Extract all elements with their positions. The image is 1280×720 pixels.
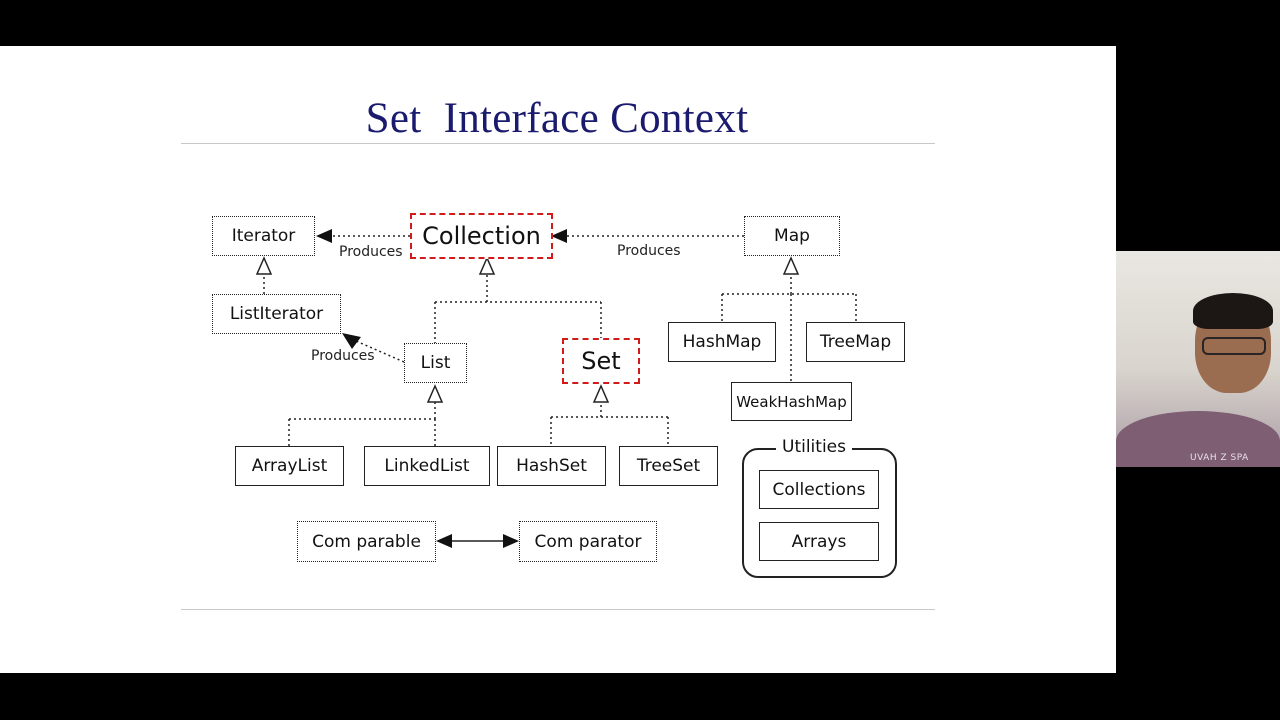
node-treemap: TreeMap: [806, 322, 905, 362]
utilities-title: Utilities: [776, 437, 852, 457]
footer-divider: [181, 609, 935, 610]
node-linkedlist: LinkedList: [364, 446, 490, 486]
inherit-list: [426, 384, 444, 403]
inherit-collection: [478, 256, 496, 275]
node-hashmap: HashMap: [668, 322, 776, 362]
arrowhead-listiterator: [342, 333, 361, 349]
presenter-hair: [1193, 293, 1273, 329]
label-produces-list: Produces: [311, 348, 375, 364]
inherit-set: [592, 384, 610, 403]
node-map: Map: [744, 216, 840, 256]
label-produces-map: Produces: [617, 243, 681, 259]
node-arrays: Arrays: [759, 522, 879, 561]
node-iterator: Iterator: [212, 216, 315, 256]
presenter-body: [1116, 411, 1280, 467]
node-collection: Collection: [410, 213, 553, 259]
node-listiterator: ListIterator: [212, 294, 341, 334]
node-arraylist: ArrayList: [235, 446, 344, 486]
label-produces-iterator: Produces: [339, 244, 403, 260]
presenter-glasses: [1202, 337, 1266, 355]
node-list: List: [404, 343, 467, 383]
node-hashset: HashSet: [497, 446, 606, 486]
arrowhead-iterator: [316, 229, 332, 243]
node-weakhashmap: WeakHashMap: [731, 382, 852, 421]
arrowhead-comparable: [436, 534, 452, 548]
node-collections: Collections: [759, 470, 879, 509]
arrowhead-comparator: [503, 534, 519, 548]
arrowhead-collection: [551, 229, 567, 243]
title-divider: [181, 143, 935, 144]
node-set: Set: [562, 338, 640, 384]
slide: Set Interface Context: [0, 46, 1116, 673]
node-treeset: TreeSet: [619, 446, 718, 486]
slide-title: Set Interface Context: [365, 95, 749, 142]
node-comparable: Com parable: [297, 521, 436, 562]
node-comparator: Com parator: [519, 521, 657, 562]
inherit-map: [782, 256, 800, 275]
webcam-overlay: UVAH Z SPA: [1116, 251, 1280, 467]
inherit-iterator: [255, 256, 273, 275]
shirt-text: UVAH Z SPA: [1190, 453, 1249, 463]
diagram-connectors: [255, 229, 857, 548]
